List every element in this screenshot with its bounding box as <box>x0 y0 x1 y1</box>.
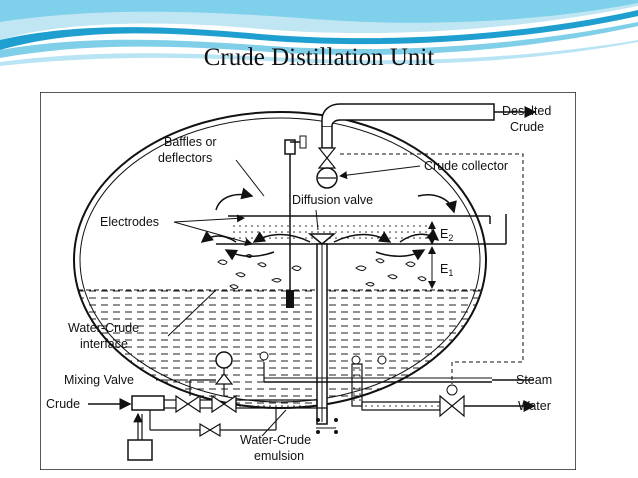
flow-arrow <box>224 249 275 261</box>
emulsion-leader <box>261 409 287 437</box>
water-label: Water <box>518 399 551 413</box>
feed-pump <box>127 439 153 461</box>
mixing-valve-controller <box>215 351 233 369</box>
flow-arrow <box>215 187 254 211</box>
interface-leader <box>167 289 217 337</box>
electrodes-label: Electrodes <box>100 215 159 229</box>
header-wave-banner <box>0 0 638 75</box>
emulsion-label: Water-Crude <box>240 433 311 447</box>
figure-frame <box>40 92 576 470</box>
flow-arrow <box>200 230 237 243</box>
crude-feed-label: Crude <box>46 397 80 411</box>
steam-label: Steam <box>516 373 552 387</box>
interface-label: Water-Crude <box>68 321 139 335</box>
mixing-valve-label: Mixing Valve <box>64 373 134 387</box>
crude-collector-label: Crude collector <box>424 159 508 173</box>
desalted-crude-label-line2: Crude <box>510 120 544 134</box>
level-probe-float <box>286 290 294 308</box>
water-drain-riser <box>351 363 363 407</box>
emulsion-feed-line <box>235 399 318 409</box>
e1-label: E1 <box>440 262 453 278</box>
flow-arrow <box>417 194 457 214</box>
diffusion-valve-leader <box>315 209 319 231</box>
baffles-leader <box>235 159 265 197</box>
flow-arrow <box>375 249 426 261</box>
baffles-label-line2: deflectors <box>158 151 212 165</box>
baffles-label: Baffles or <box>164 135 217 149</box>
e2-label: E2 <box>440 227 453 243</box>
diffusion-valve <box>307 233 337 245</box>
water-droplets <box>217 254 427 290</box>
desalted-crude-label: Desalted <box>502 104 551 118</box>
water-drain-line <box>361 401 441 411</box>
control-signal-line <box>340 153 524 384</box>
desalter-diagram: E2 E1 <box>40 92 576 470</box>
mixing-valve <box>211 394 226 414</box>
electrodes-leader <box>173 221 253 246</box>
flow-arrow <box>399 228 440 243</box>
flow-arrow <box>252 231 311 243</box>
interface-label-line2: interface <box>80 337 128 351</box>
feed-mixer <box>131 395 165 411</box>
diffusion-valve-label: Diffusion valve <box>292 193 373 207</box>
desalted-crude-outlet-pipe <box>321 103 495 127</box>
flow-arrow <box>333 231 392 243</box>
emulsion-label-line2: emulsion <box>254 449 304 463</box>
bypass-valve <box>199 422 212 438</box>
slide-title: Crude Distillation Unit <box>203 44 435 71</box>
